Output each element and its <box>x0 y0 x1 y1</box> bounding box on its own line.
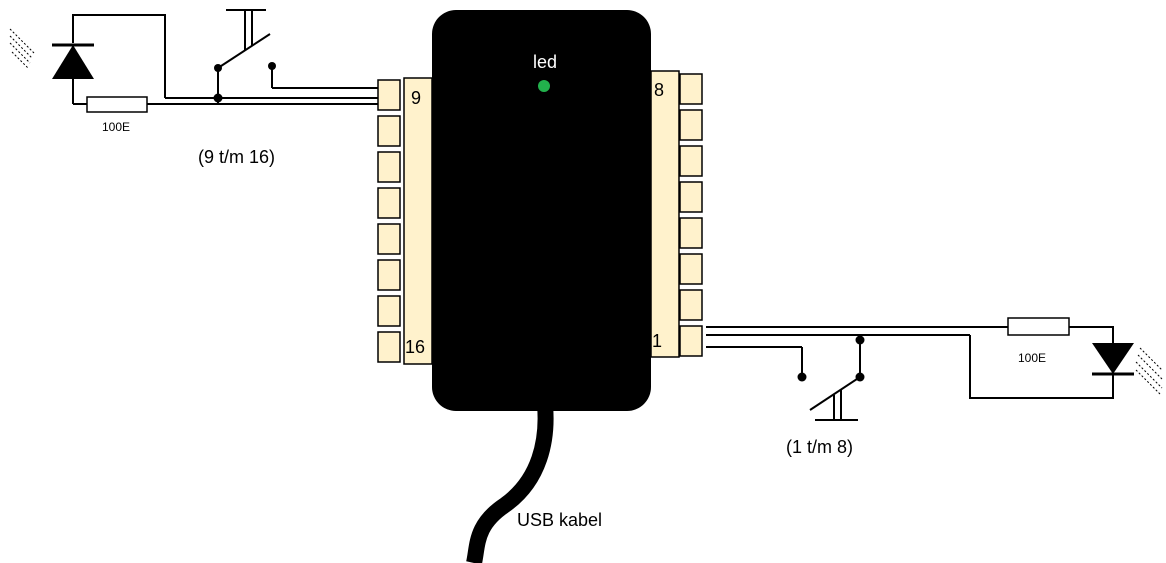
left-terminal-strip <box>377 77 433 365</box>
push-button-right-icon <box>809 335 865 421</box>
left-terminal-block <box>377 79 401 111</box>
status-led <box>538 80 550 92</box>
left-terminal-block <box>377 331 401 363</box>
pin-label-8: 8 <box>654 80 664 100</box>
right-terminal-block <box>679 73 703 105</box>
right-terminal-block <box>679 109 703 141</box>
range-label-left: (9 t/m 16) <box>198 147 275 167</box>
right-terminal-block <box>679 145 703 177</box>
resistor-left <box>86 96 148 113</box>
range-label-right: (1 t/m 8) <box>786 437 853 457</box>
right-terminal-block <box>679 289 703 321</box>
left-terminal-block <box>377 151 401 183</box>
left-terminal-block <box>377 187 401 219</box>
resistor-left-label: 100E <box>102 120 130 134</box>
right-circuit: 100E (1 t/m 8) <box>706 317 1163 457</box>
right-terminal-strip <box>650 70 703 358</box>
push-button-left-icon <box>213 9 271 104</box>
left-terminal-block <box>377 295 401 327</box>
left-terminal-block <box>377 259 401 291</box>
right-terminal-block <box>679 253 703 285</box>
pin-label-1: 1 <box>652 331 662 351</box>
interface-box <box>432 10 651 411</box>
right-terminal-block <box>679 325 703 357</box>
usb-cable <box>466 404 554 563</box>
resistor-right-label: 100E <box>1018 351 1046 365</box>
right-terminal-block <box>679 217 703 249</box>
pin-label-9: 9 <box>411 88 421 108</box>
led-diode-right-icon <box>1092 343 1163 395</box>
led-label: led <box>533 52 557 72</box>
left-terminal-block <box>377 223 401 255</box>
right-terminal-block <box>679 181 703 213</box>
usb-cable-label: USB kabel <box>517 510 602 530</box>
led-diode-left-icon <box>9 28 94 105</box>
pin-label-16: 16 <box>405 337 425 357</box>
resistor-right <box>1007 317 1070 336</box>
left-circuit: 100E (9 t/m 16) <box>9 9 378 167</box>
left-terminal-block <box>377 115 401 147</box>
